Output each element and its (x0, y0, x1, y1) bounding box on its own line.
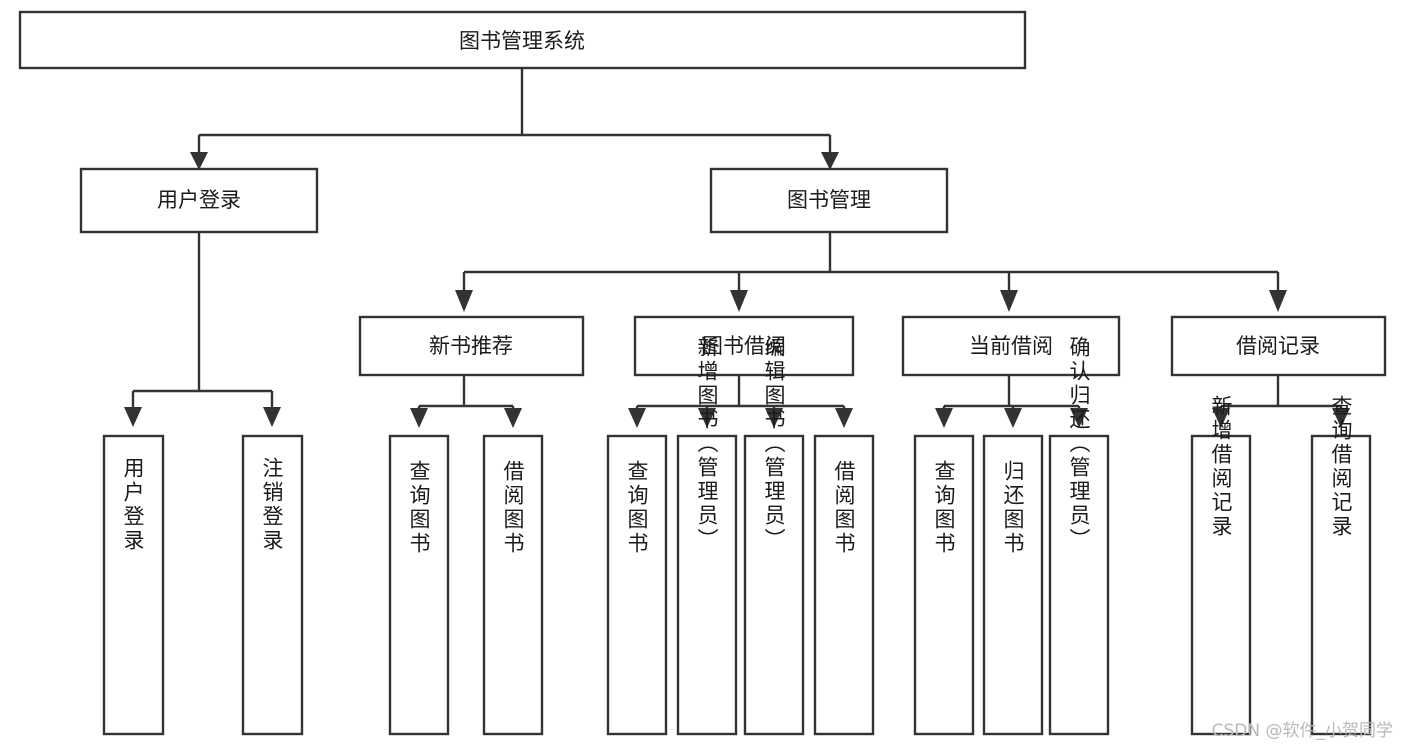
arrow-leaf-query-book-3 (935, 408, 953, 428)
node-current-borrow-box[interactable] (901, 315, 1121, 377)
leaf-user-login-label: 用户登录 (121, 457, 145, 553)
edges-current-borrow-to-leaves (935, 375, 1088, 428)
leaf-confirm-return-box[interactable] (1048, 434, 1110, 736)
node-root-box[interactable] (18, 10, 1027, 70)
arrow-leaf-add-record (1212, 408, 1230, 428)
leaf-add-book[interactable]: 新增图书（管理员） (676, 336, 738, 736)
leaf-edit-book[interactable]: 编辑图书（管理员） (743, 336, 805, 736)
csdn-watermark: CSDN @软件_小贺同学 (1211, 721, 1393, 741)
leaf-query-book-2-label: 查询图书 (625, 460, 649, 556)
arrow-to-current-borrow (1000, 290, 1018, 312)
leaf-query-record-box[interactable] (1310, 434, 1372, 736)
arrow-leaf-edit-book (765, 408, 783, 428)
arrow-leaf-borrow-book-1 (504, 408, 522, 428)
edges-user-login-to-leaves (124, 232, 281, 427)
leaf-confirm-return-label: 确认归还（管理员） (1067, 336, 1091, 552)
node-book-management-label: 图书管理 (787, 188, 871, 212)
leaf-add-record-label: 新增借阅记录 (1209, 395, 1233, 539)
leaf-query-book-1-box[interactable] (388, 434, 450, 736)
edges-book-borrow-to-leaves (628, 375, 853, 428)
node-borrow-record[interactable]: 借阅记录 (1170, 315, 1387, 377)
leaf-add-book-box[interactable] (676, 434, 738, 736)
node-book-borrow-box[interactable] (633, 315, 855, 377)
node-user-login-box[interactable] (79, 167, 319, 234)
arrow-leaf-query-record (1332, 408, 1350, 428)
node-book-management-box[interactable] (709, 167, 949, 234)
node-current-borrow[interactable]: 当前借阅 (901, 315, 1121, 377)
leaf-query-book-2[interactable]: 查询图书 (606, 434, 668, 736)
leaf-user-login-box[interactable] (102, 434, 165, 736)
leaf-query-record[interactable]: 查询借阅记录 (1310, 395, 1372, 736)
leaf-logout-login-label: 注销登录 (260, 457, 284, 553)
arrow-to-book-borrow (730, 290, 748, 312)
arrow-to-user-login (190, 152, 208, 170)
node-book-borrow-label: 图书借阅 (702, 334, 786, 358)
arrow-to-borrow-record (1269, 290, 1287, 312)
leaf-query-book-1-label: 查询图书 (407, 460, 431, 556)
leaf-query-book-2-box[interactable] (606, 434, 668, 736)
node-book-borrow[interactable]: 图书借阅 (633, 315, 855, 377)
arrow-leaf-borrow-book-2 (835, 408, 853, 428)
leaf-borrow-book-2[interactable]: 借阅图书 (813, 434, 875, 736)
leaf-user-login[interactable]: 用户登录 (102, 434, 165, 736)
node-user-login-label: 用户登录 (157, 188, 241, 212)
leaf-logout-login[interactable]: 注销登录 (241, 434, 304, 736)
leaf-return-book-label: 归还图书 (1001, 460, 1025, 556)
leaf-add-record[interactable]: 新增借阅记录 (1190, 395, 1252, 736)
node-borrow-record-label: 借阅记录 (1236, 334, 1320, 358)
leaf-return-book-box[interactable] (982, 434, 1044, 736)
arrow-to-new-book-recommend (455, 290, 473, 312)
leaf-return-book[interactable]: 归还图书 (982, 434, 1044, 736)
arrow-leaf-confirm-return (1070, 408, 1088, 428)
leaf-query-book-1[interactable]: 查询图书 (388, 434, 450, 736)
node-borrow-record-box[interactable] (1170, 315, 1387, 377)
leaf-add-book-label: 新增图书（管理员） (695, 336, 719, 552)
node-user-login[interactable]: 用户登录 (79, 167, 319, 234)
leaf-borrow-book-1-box[interactable] (482, 434, 544, 736)
leaf-query-book-3-box[interactable] (913, 434, 975, 736)
arrow-leaf-logout-login (263, 407, 281, 427)
arrow-leaf-return-book (1004, 408, 1022, 428)
node-new-book-recommend-box[interactable] (358, 315, 585, 377)
node-new-book-recommend[interactable]: 新书推荐 (358, 315, 585, 377)
arrow-leaf-query-book-2 (628, 408, 646, 428)
leaf-query-record-label: 查询借阅记录 (1329, 395, 1353, 539)
node-current-borrow-label: 当前借阅 (969, 334, 1053, 358)
node-book-management[interactable]: 图书管理 (709, 167, 949, 234)
leaf-borrow-book-1[interactable]: 借阅图书 (482, 434, 544, 736)
edges-root-to-level2 (190, 68, 839, 170)
leaf-borrow-book-2-box[interactable] (813, 434, 875, 736)
edges-book-management-to-level3 (455, 232, 1287, 312)
leaf-edit-book-label: 编辑图书（管理员） (762, 336, 786, 552)
arrow-to-book-management (821, 152, 839, 170)
edges-new-book-to-leaves (410, 375, 522, 428)
node-root[interactable]: 图书管理系统 (18, 10, 1027, 70)
leaf-edit-book-box[interactable] (743, 434, 805, 736)
node-new-book-recommend-label: 新书推荐 (429, 334, 513, 358)
arrow-leaf-user-login (124, 407, 142, 427)
leaf-query-book-3-label: 查询图书 (932, 460, 956, 556)
arrow-leaf-query-book-1 (410, 408, 428, 428)
leaf-query-book-3[interactable]: 查询图书 (913, 434, 975, 736)
leaf-borrow-book-2-label: 借阅图书 (832, 460, 856, 556)
node-root-label: 图书管理系统 (459, 29, 585, 53)
leaf-borrow-book-1-label: 借阅图书 (501, 460, 525, 556)
leaf-add-record-box[interactable] (1190, 434, 1252, 736)
arrow-leaf-add-book (698, 408, 716, 428)
leaf-logout-login-box[interactable] (241, 434, 304, 736)
leaf-confirm-return[interactable]: 确认归还（管理员） (1048, 336, 1110, 736)
edges-borrow-record-to-leaves (1212, 375, 1350, 428)
